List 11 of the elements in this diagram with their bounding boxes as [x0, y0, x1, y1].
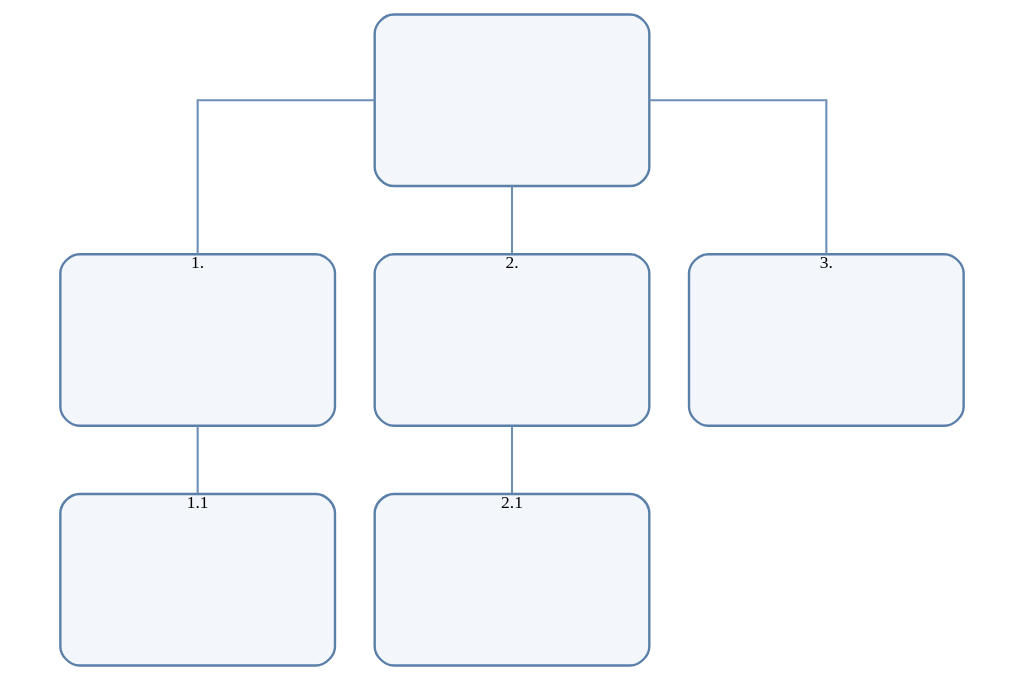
connector: [196, 99, 375, 255]
node-box: 3.: [687, 253, 965, 427]
connector: [510, 186, 514, 254]
node-box: 2.1: [373, 492, 651, 667]
connector: [196, 425, 199, 494]
connector: [649, 99, 828, 255]
node-box: 1.: [59, 253, 337, 427]
node-box: 1.1: [59, 492, 337, 667]
node-box: [373, 13, 651, 188]
connector: [510, 425, 514, 494]
node-box: 2.: [373, 253, 651, 427]
